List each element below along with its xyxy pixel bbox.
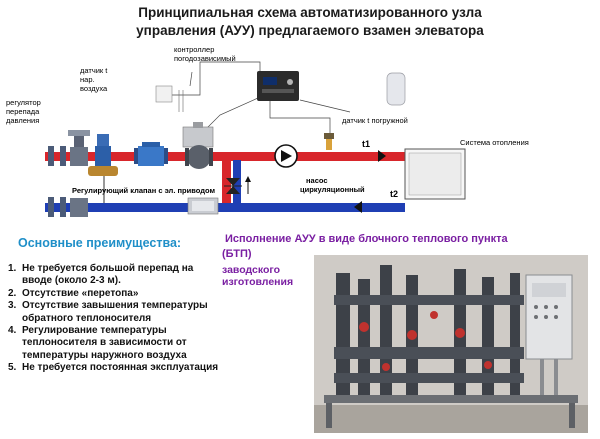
inlet-valve-supply — [68, 130, 90, 166]
pressure-regulator-label: регулятор перепада давления — [6, 98, 41, 125]
advantages-list: 1.Не требуется большой перепад на вводе … — [8, 263, 223, 375]
list-item: 5.Не требуется постоянная эксплуатация — [8, 362, 219, 374]
circulation-pump — [274, 144, 298, 168]
advantages-heading: Основные преимущества: — [18, 236, 182, 250]
control-valve — [182, 122, 214, 169]
flow-arrow — [245, 176, 251, 194]
list-item: 3.Отсутствие завышения температуры обрат… — [8, 300, 208, 324]
inlet-flanges — [48, 146, 66, 217]
heating-system-block — [404, 148, 466, 200]
supply-pipe — [45, 152, 405, 208]
execution-heading: Исполнение АУУ в виде блочного теплового… — [225, 233, 508, 245]
bypass-check-valve — [224, 178, 242, 194]
btp-photo-illustration — [314, 255, 588, 433]
btp-label: (БТП) — [222, 248, 252, 260]
btp-photo — [314, 255, 588, 433]
title-line-2: управления (АУУ) предлагаемого взамен эл… — [136, 23, 484, 38]
return-flow-arrows — [354, 201, 362, 213]
expansion-tank — [386, 72, 406, 106]
heating-system-label: Система отопления — [460, 138, 529, 147]
immersion-sensor-label: датчик t погружной — [342, 116, 408, 125]
t1-label: t1 — [362, 139, 371, 149]
controller-device — [257, 71, 299, 101]
list-item: 2.Отсутствие «перетопа» — [8, 287, 139, 299]
controller-label: контроллер погодозависимый — [174, 45, 236, 63]
factory-label: заводского изготовления — [222, 264, 294, 288]
supply-flow-arrows — [378, 150, 386, 162]
outdoor-sensor-label: датчик t нар. воздуха — [80, 66, 108, 93]
outdoor-sensor — [155, 85, 184, 112]
list-item: 1.Не требуется большой перепад на вводе … — [8, 263, 194, 287]
immersion-sensor — [324, 133, 334, 150]
page-title: Принципиальная схема автоматизированного… — [80, 4, 540, 40]
schematic-diagram — [45, 61, 466, 217]
title-line-1: Принципиальная схема автоматизированного… — [138, 5, 482, 20]
list-item: 4.Регулирование температуры теплоносител… — [8, 325, 187, 361]
signal-wires — [172, 61, 351, 140]
inlet-valve-return — [70, 198, 88, 217]
pressure-regulator — [88, 134, 118, 203]
pump-label: насос циркуляционный — [300, 176, 365, 194]
return-meter — [187, 197, 219, 215]
control-valve-label: Регулирующий клапан с эл. приводом — [72, 186, 215, 195]
return-pipe — [45, 160, 405, 212]
t2-label: t2 — [390, 189, 399, 199]
strainer — [134, 142, 168, 166]
